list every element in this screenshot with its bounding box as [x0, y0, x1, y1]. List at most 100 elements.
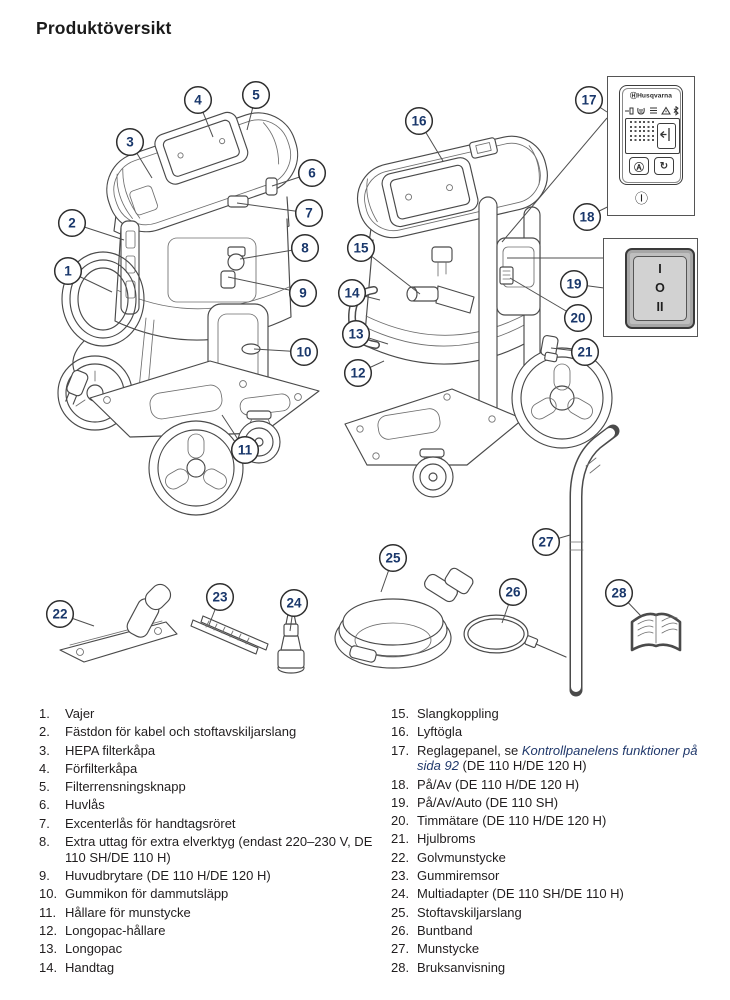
svg-text:16: 16 [411, 114, 427, 129]
callout-8: 8 [290, 233, 320, 263]
item-number: 15. [391, 706, 410, 721]
power-icon[interactable]: Ⓘ [635, 191, 649, 206]
led-display [625, 118, 680, 154]
list-item: 28. Bruksanvisning [391, 960, 715, 976]
list-item: 23.Gummiremsor [391, 868, 715, 884]
item-number: 13. [39, 941, 58, 957]
item-number: 28. [391, 959, 410, 975]
item-text-segment: Huvlås [65, 797, 105, 813]
item-number: 10. [39, 886, 58, 902]
callout-6: 6 [297, 158, 327, 188]
item-text: Slangkoppling [417, 706, 715, 722]
list-item: 13. Longopac [39, 941, 373, 957]
control-panel: ⒽHusqvarna [619, 85, 683, 185]
callout-4: 4 [183, 85, 213, 115]
item-text: Extra uttag för extra elverktyg (endast … [65, 834, 373, 865]
list-item: 25.Stoftavskiljarslang [391, 905, 715, 921]
item-text-segment: På/Av/Auto (DE 110 SH) [417, 794, 559, 810]
item-text-segment: Longopac [65, 941, 123, 957]
item-text: Förfilterkåpa [65, 761, 373, 777]
list-item: 4. Förfilterkåpa [39, 761, 373, 777]
svg-text:24: 24 [286, 596, 302, 611]
item-number: 17. [391, 742, 410, 758]
list-item: 7.Excenterlås för handtagsröret [39, 816, 373, 832]
callout-13: 13 [341, 319, 371, 349]
cross-reference-link[interactable]: Kontrollpanelens funktioner på sida 92 [417, 742, 698, 774]
item-text: Vajer [65, 706, 373, 722]
list-item: 27. Munstycke [391, 941, 715, 957]
callout-14: 14 [337, 278, 367, 308]
container-full-icon [637, 107, 645, 115]
list-item: 1.Vajer [39, 706, 373, 722]
item-text: Longopac-hållare [65, 923, 373, 939]
svg-text:19: 19 [566, 277, 581, 292]
item-text-segment: Munstycke [417, 941, 480, 957]
husqvarna-logo: ⒽHusqvarna [629, 92, 673, 101]
list-item: 24.Multiadapter (DE 110 SH/DE 110 H) [391, 886, 715, 902]
item-text: På/Av (DE 110 H/DE 120 H) [417, 777, 715, 793]
svg-text:18: 18 [579, 210, 595, 225]
svg-text:25: 25 [385, 551, 401, 566]
item-text-segment: Huvudbrytare (DE 110 H/DE 120 H) [65, 868, 271, 884]
item-number: 4. [39, 760, 50, 776]
item-text: Gummiremsor [417, 868, 715, 884]
item-text-segment: Hållare för munstycke [65, 904, 191, 920]
switch-off-label: O [655, 281, 665, 296]
callout-7: 7 [294, 198, 324, 228]
accessories-drawing [59, 424, 682, 697]
item-text-segment: Lyftögla [417, 724, 463, 740]
item-number: 3. [39, 742, 50, 758]
item-number: 26. [391, 922, 410, 938]
item-text-segment: Reglagepanel, se [417, 742, 522, 758]
list-item: 6.Huvlås [39, 797, 373, 813]
item-number: 8. [39, 834, 50, 850]
left-machine-drawing [57, 111, 320, 516]
callout-2: 2 [57, 208, 87, 238]
item-text-segment: Gummiremsor [417, 868, 500, 884]
item-text-segment: Slangkoppling [417, 706, 499, 721]
auto-mode-button[interactable]: Ⓐ [629, 157, 649, 175]
list-item: 8. Extra uttag för extra elverktyg (endas… [39, 834, 373, 865]
svg-text:20: 20 [570, 311, 585, 326]
svg-text:15: 15 [353, 241, 369, 256]
svg-text:12: 12 [350, 366, 365, 381]
list-item: 16.Lyftögla [391, 724, 715, 740]
item-text: HEPA filterkåpa [65, 743, 373, 759]
status-icons [624, 103, 679, 116]
item-number: 24. [391, 886, 410, 902]
list-item: 11.Hållare för munstycke [39, 905, 373, 921]
item-text-segment: Hjulbroms [417, 831, 476, 847]
callout-1: 1 [53, 256, 83, 286]
svg-text:17: 17 [581, 93, 596, 108]
item-text: Fästdon för kabel och stoftavskiljarslan… [65, 724, 373, 740]
filter-clean-button[interactable]: ↻ [654, 157, 674, 175]
svg-text:9: 9 [299, 286, 307, 301]
svg-text:26: 26 [505, 585, 521, 600]
svg-text:4: 4 [194, 93, 202, 108]
item-text: Bruksanvisning [417, 960, 715, 976]
item-text: Reglagepanel, se Kontrollpanelens funkti… [417, 743, 715, 774]
callout-3: 3 [115, 127, 145, 157]
svg-text:2: 2 [68, 216, 76, 231]
item-number: 18. [391, 776, 410, 792]
list-item: 3. HEPA filterkåpa [39, 743, 373, 759]
svg-text:21: 21 [577, 345, 593, 360]
item-number: 25. [391, 904, 410, 920]
item-text: Hjulbroms [417, 831, 715, 847]
callout-15: 15 [346, 233, 376, 263]
list-item: 5.Filterrensningsknapp [39, 779, 373, 795]
item-text: Lyftögla [417, 724, 715, 740]
rocker-switch[interactable]: I O II [625, 248, 695, 329]
svg-text:28: 28 [611, 586, 627, 601]
svg-text:5: 5 [252, 88, 260, 103]
callout-27: 27 [531, 527, 561, 557]
item-number: 27. [391, 941, 410, 957]
item-text-segment: Excenterlås för handtagsröret [65, 815, 236, 831]
callout-26: 26 [498, 577, 528, 607]
item-text-segment: Longopac-hållare [65, 922, 166, 938]
list-item: 12.Longopac-hållare [39, 923, 373, 939]
item-text-segment: (DE 110 H/DE 120 H) [458, 758, 587, 774]
item-text-segment: Gummikon för dammutsläpp [65, 886, 229, 902]
